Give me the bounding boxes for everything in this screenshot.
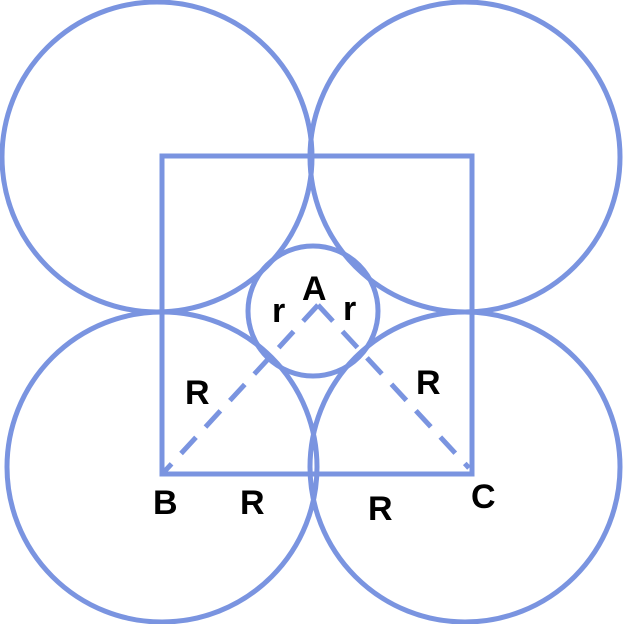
label-point-c: C xyxy=(471,478,496,516)
label-radius-b-bottom: R xyxy=(240,484,265,522)
label-radius-ab: R xyxy=(185,374,210,412)
dashed-line-a-b xyxy=(162,303,320,474)
square xyxy=(159,153,475,477)
label-radius-r-right: r xyxy=(343,290,356,328)
dashed-line-a-c xyxy=(316,303,471,470)
label-radius-r-left: r xyxy=(272,292,285,330)
label-radius-ac: R xyxy=(416,364,441,402)
circle-bottom-right xyxy=(307,309,623,624)
label-point-a: A xyxy=(302,270,327,308)
label-radius-c-bottom: R xyxy=(368,490,393,528)
label-point-b: B xyxy=(153,484,178,522)
circle-center-small xyxy=(245,243,381,379)
